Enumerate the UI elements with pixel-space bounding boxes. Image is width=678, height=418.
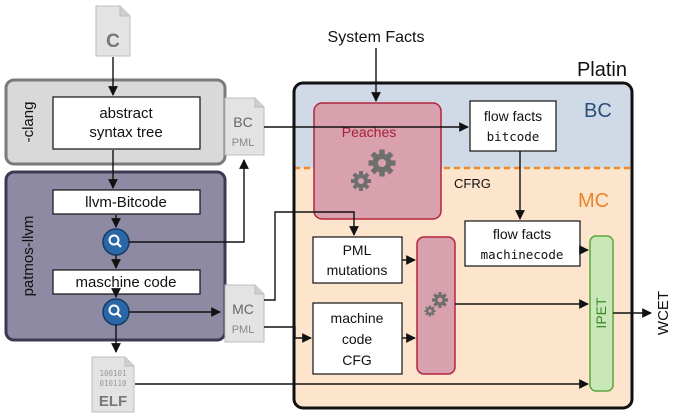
patmos-side-label: patmos-llvm <box>20 216 37 297</box>
bc-region-label: BC <box>584 100 612 122</box>
elf-file-icon: 100101 010110 ELF <box>91 356 135 413</box>
mc-region-label: MC <box>578 190 609 212</box>
machine-code-cfg-box <box>312 302 403 375</box>
magnifier-machinecode-icon <box>102 298 130 326</box>
mcfg-line2: code <box>342 331 373 347</box>
bc-pml-file-icon: BC PML <box>224 97 265 156</box>
wcet-label: WCET <box>655 291 672 335</box>
pml-mutations-line2: mutations <box>327 262 388 278</box>
bitcode-label: llvm-Bitcode <box>85 194 167 211</box>
machine-code-label: maschine code <box>76 274 177 291</box>
platin-title: Platin <box>577 59 627 81</box>
flow-facts-mc-line2: machinecode <box>481 247 564 262</box>
elf-bits-line2: 010110 <box>99 379 127 388</box>
elf-bits-line1: 100101 <box>99 369 126 378</box>
ipet-label: IPET <box>593 297 609 329</box>
flow-facts-bc-line1: flow facts <box>484 108 542 124</box>
peaches-label: Peaches <box>342 124 396 140</box>
pml-mutations-line1: PML <box>343 242 372 258</box>
c-file-label: C <box>106 31 120 52</box>
cfrg-label: CFRG <box>454 176 491 191</box>
system-facts-label: System Facts <box>328 29 425 46</box>
c-source-file-icon: C <box>95 5 131 57</box>
pml-mutations-box <box>312 236 403 284</box>
mcfg-line1: machine <box>331 310 384 326</box>
machine-code-box <box>52 269 201 295</box>
clang-side-label: -clang <box>20 102 37 143</box>
flow-facts-bitcode-box <box>469 100 557 152</box>
flow-facts-machinecode-box <box>464 220 581 267</box>
mc-file-top: MC <box>232 301 254 317</box>
flow-facts-mc-line1: flow facts <box>493 226 551 242</box>
bitcode-box <box>52 189 201 215</box>
elf-label: ELF <box>99 393 127 410</box>
bc-file-bottom: PML <box>232 137 255 149</box>
mc-pml-file-icon: MC PML <box>224 284 265 343</box>
flow-facts-bc-line2: bitcode <box>487 129 540 144</box>
mcfg-line3: CFG <box>342 352 372 368</box>
ast-box <box>52 96 201 150</box>
magnifier-bitcode-icon <box>102 228 130 256</box>
ast-line2: syntax tree <box>89 124 162 141</box>
bc-file-top: BC <box>233 114 252 130</box>
ast-line1: abstract <box>99 105 153 122</box>
flow-arrows <box>108 48 652 389</box>
mc-file-bottom: PML <box>232 324 255 336</box>
